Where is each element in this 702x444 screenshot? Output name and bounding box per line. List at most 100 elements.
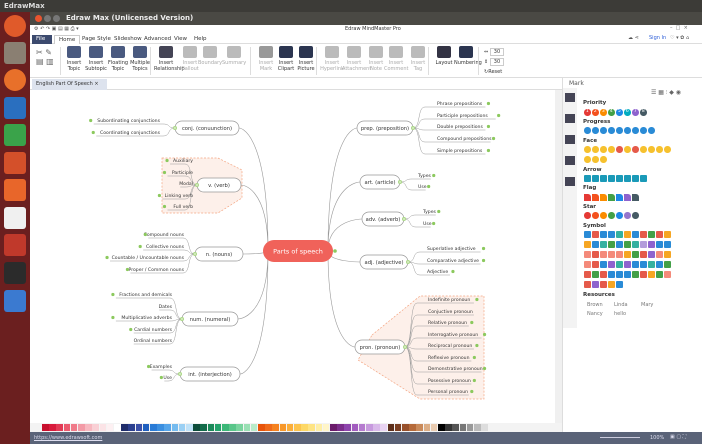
color-swatch[interactable] (474, 424, 481, 431)
mark-dot-icon[interactable] (89, 118, 93, 123)
tab-advanced[interactable]: Advanced (144, 36, 172, 42)
mark-dot-icon[interactable] (111, 292, 115, 297)
window-controls[interactable]: – □ × (670, 25, 688, 31)
priority-1-icon[interactable]: 1 (584, 109, 591, 116)
subtopic[interactable]: Use (423, 221, 432, 227)
subtopic[interactable]: Compound nouns (144, 232, 185, 238)
color-swatch[interactable] (106, 424, 114, 431)
boundary[interactable] (357, 295, 485, 400)
symbol-icon[interactable] (616, 261, 623, 268)
color-swatch[interactable] (258, 424, 265, 431)
color-palette[interactable] (30, 423, 562, 432)
symbol-icon[interactable] (592, 231, 599, 238)
color-swatch[interactable] (164, 424, 171, 431)
subtopic[interactable]: Use (163, 375, 172, 381)
star-icon[interactable] (592, 212, 599, 219)
collapse-toggle[interactable] (405, 259, 411, 265)
face-icon[interactable] (600, 156, 607, 163)
mark-dot-icon[interactable] (491, 136, 496, 141)
mark-dot-icon[interactable] (91, 130, 95, 135)
subtopic[interactable]: Interrogative pronoun (428, 332, 478, 338)
color-swatch[interactable] (236, 424, 243, 431)
calc-icon[interactable] (4, 124, 26, 146)
collapse-toggle[interactable] (192, 251, 198, 257)
reset-button[interactable]: ↻Reset (484, 69, 503, 75)
resource-tag[interactable]: Mary (641, 302, 654, 308)
minimize-window-button[interactable] (44, 15, 51, 22)
color-swatch[interactable] (193, 424, 200, 431)
close-icon[interactable]: × (94, 81, 99, 87)
amazon-icon[interactable] (4, 207, 26, 229)
subtopic[interactable]: Examples (150, 364, 173, 370)
clipboard-icons[interactable]: ✂ ✎▤ ▥ (36, 48, 54, 66)
symbol-icon[interactable] (592, 241, 599, 248)
central-topic[interactable] (263, 240, 333, 262)
collapse-toggle[interactable] (194, 182, 200, 188)
priority-7-icon[interactable]: 7 (632, 109, 639, 116)
subtopic[interactable]: Subordinating conjunctions (97, 118, 160, 124)
priority-3-icon[interactable]: 3 (600, 109, 607, 116)
flag-icon[interactable] (616, 194, 623, 201)
subtopic[interactable]: Countable / Uncountable nouns (112, 255, 185, 261)
face-icon[interactable] (584, 146, 591, 153)
subtopic[interactable]: Indefinite pronoun (428, 297, 470, 303)
mark-dot-icon[interactable] (481, 258, 486, 263)
symbol-icon[interactable] (608, 251, 615, 258)
subtopic[interactable]: Cardial numbers (134, 327, 173, 333)
color-swatch[interactable] (229, 424, 236, 431)
flag-icon[interactable] (592, 194, 599, 201)
mark-dot-icon[interactable] (472, 355, 476, 360)
face-icon[interactable] (592, 146, 599, 153)
progress-icon[interactable] (608, 127, 615, 134)
color-swatch[interactable] (207, 424, 215, 431)
flag-icon[interactable] (632, 194, 639, 201)
mark-dot-icon[interactable] (486, 148, 491, 153)
symbol-icon[interactable] (648, 251, 655, 258)
tab-home[interactable]: Home (54, 35, 81, 44)
outline-icon[interactable] (565, 114, 575, 123)
flag-icon[interactable] (600, 194, 607, 201)
flag-icon[interactable] (584, 194, 591, 201)
color-swatch[interactable] (150, 424, 157, 431)
face-icon[interactable] (600, 146, 607, 153)
ribbon-button-insert-comment[interactable]: Insert Comment (384, 46, 409, 72)
symbol-icon[interactable] (664, 231, 671, 238)
settings-icon[interactable] (4, 234, 26, 256)
color-swatch[interactable] (394, 424, 402, 431)
color-swatch[interactable] (330, 424, 337, 431)
progress-icon[interactable] (624, 127, 631, 134)
mark-dot-icon[interactable] (105, 255, 109, 260)
ribbon-button-insert-topic[interactable]: Insert Topic (62, 46, 86, 72)
symbol-icon[interactable] (592, 281, 599, 288)
color-swatch[interactable] (186, 424, 193, 431)
arrow-icon[interactable] (584, 175, 591, 182)
priority-6-icon[interactable]: 6 (624, 109, 631, 116)
ribbon-button-insert-callout[interactable]: Insert Callout (178, 46, 202, 72)
color-swatch[interactable] (178, 424, 186, 431)
symbol-icon[interactable] (632, 261, 639, 268)
subtopic[interactable]: Ordinal numbers (134, 338, 173, 344)
mark-dot-icon[interactable] (427, 184, 431, 189)
color-swatch[interactable] (42, 424, 49, 431)
zoom-slider[interactable] (600, 437, 640, 438)
symbol-icon[interactable] (648, 271, 655, 278)
color-swatch[interactable] (380, 424, 387, 431)
cloud-share-icons[interactable]: ☁ ⋖ (628, 35, 639, 41)
skin-settings-icons[interactable]: ♡ ▾ ✿ ⌂ (670, 35, 690, 41)
progress-icon[interactable] (584, 127, 591, 134)
flag-icon[interactable] (608, 194, 615, 201)
symbol-icon[interactable] (616, 281, 623, 288)
symbol-icon[interactable] (600, 251, 607, 258)
color-swatch[interactable] (49, 424, 56, 431)
mark-dot-icon[interactable] (486, 101, 491, 106)
color-swatch[interactable] (157, 424, 164, 431)
main-topic-label[interactable]: conj. (conuunction) (182, 126, 232, 132)
main-topic-label[interactable]: adv. (adverb) (366, 217, 401, 223)
impress-icon[interactable] (4, 152, 26, 174)
color-swatch[interactable] (373, 424, 380, 431)
symbol-icon[interactable] (632, 241, 639, 248)
priority-2-icon[interactable]: 2 (592, 109, 599, 116)
subtopic[interactable]: Superlative adjective (427, 246, 476, 252)
symbol-icon[interactable] (616, 251, 623, 258)
